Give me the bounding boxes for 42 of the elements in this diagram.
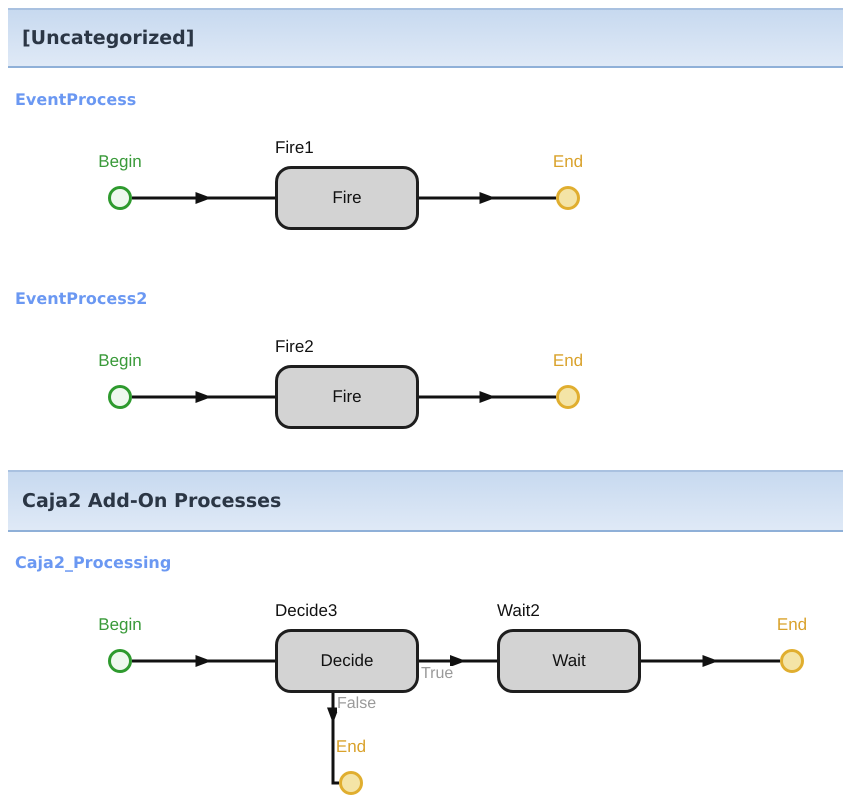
process-step-box [275, 166, 419, 230]
flow-arrow [641, 655, 780, 667]
process-name: EventProcess [15, 90, 136, 109]
edge-label: False [337, 696, 376, 712]
step-name: Fire1 [275, 138, 314, 158]
step-type-text: Fire [332, 188, 362, 208]
node-label: Begin [98, 615, 142, 635]
flow-arrow [327, 693, 339, 784]
process-name: Caja2_Processing [15, 553, 172, 572]
flow-arrow [132, 655, 275, 667]
step-type-text: Fire [332, 387, 362, 407]
step-name: Decide3 [275, 601, 338, 621]
start-circle [108, 385, 132, 409]
step-name: Wait2 [497, 601, 540, 621]
end-circle [780, 649, 804, 673]
node-label: End [336, 737, 366, 757]
process-name: EventProcess2 [15, 289, 148, 308]
node-label: End [552, 351, 584, 371]
section-header-bar [8, 470, 843, 532]
step-type-text: Wait [552, 651, 586, 671]
flow-arrow [132, 192, 275, 204]
step-name: Fire2 [275, 337, 314, 357]
node-label: End [776, 615, 808, 635]
step-type-text: Decide [320, 651, 374, 671]
process-step-box [275, 629, 419, 693]
section-title: Caja2 Add-On Processes [22, 490, 282, 512]
process-step-box [497, 629, 641, 693]
process-step-box [275, 365, 419, 429]
flow-arrow [419, 655, 497, 667]
start-circle [108, 186, 132, 210]
end-circle [339, 771, 363, 795]
flow-arrow [132, 391, 275, 403]
start-circle [108, 649, 132, 673]
section-title: [Uncategorized] [22, 27, 194, 49]
flow-arrow [419, 192, 556, 204]
end-circle [556, 186, 580, 210]
node-label: Begin [98, 152, 142, 172]
end-circle [556, 385, 580, 409]
flow-arrow [419, 391, 556, 403]
node-label: Begin [98, 351, 142, 371]
node-label: End [552, 152, 584, 172]
section-header-bar [8, 8, 843, 68]
